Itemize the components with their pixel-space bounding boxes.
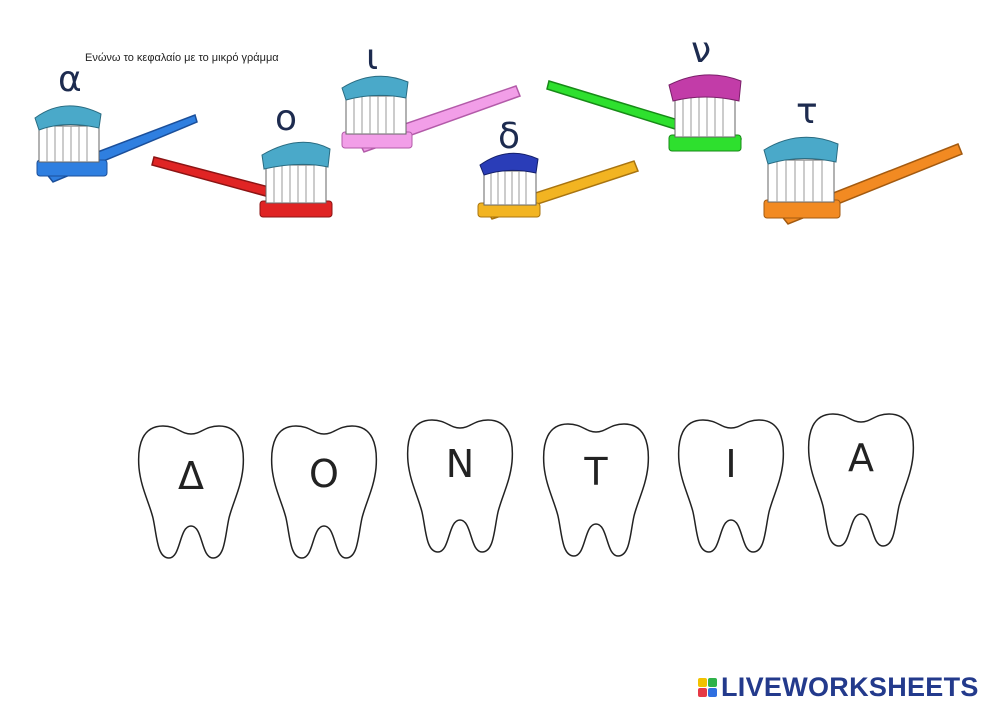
toothbrush-alpha[interactable]: α: [25, 60, 205, 190]
brush-letter-delta: δ: [498, 116, 521, 157]
brush-letter-nu: ν: [691, 30, 712, 71]
brush-letter-omicron: ο: [275, 98, 298, 139]
brush-letter-tau: τ: [796, 91, 818, 132]
tooth-letter-tau: Τ: [584, 450, 608, 494]
logo-badge-icon: [698, 677, 717, 697]
toothbrush-nu[interactable]: ν: [545, 30, 750, 165]
toothbrush-tau[interactable]: τ: [760, 92, 970, 232]
tooth-letter-omicron: Ο: [309, 452, 339, 496]
tooth-card-omicron[interactable]: Ο: [268, 422, 380, 562]
tooth-letter-nu: Ν: [445, 442, 475, 486]
tooth-card-alpha[interactable]: Α: [805, 410, 917, 550]
toothbrush-iota[interactable]: ι: [338, 40, 528, 160]
tooth-letter-alpha: Α: [848, 436, 874, 480]
tooth-card-tau[interactable]: Τ: [540, 420, 652, 560]
toothbrush-omicron[interactable]: ο: [150, 101, 340, 235]
tooth-card-delta[interactable]: Δ: [135, 422, 247, 562]
toothbrush-delta[interactable]: δ: [477, 115, 648, 225]
liveworksheets-logo: LIVEWORKSHEETS: [698, 670, 979, 704]
instruction-text: Ενώνω το κεφαλαίο με το μικρό γράμμα: [85, 52, 279, 64]
tooth-card-iota[interactable]: Ι: [675, 416, 787, 556]
tooth-letter-iota: Ι: [725, 442, 737, 486]
tooth-card-nu[interactable]: Ν: [404, 416, 516, 556]
brush-letter-iota: ι: [366, 37, 379, 78]
brush-letter-alpha: α: [58, 59, 82, 100]
logo-text: LIVEWORKSHEETS: [721, 671, 979, 702]
tooth-letter-delta: Δ: [178, 454, 204, 498]
